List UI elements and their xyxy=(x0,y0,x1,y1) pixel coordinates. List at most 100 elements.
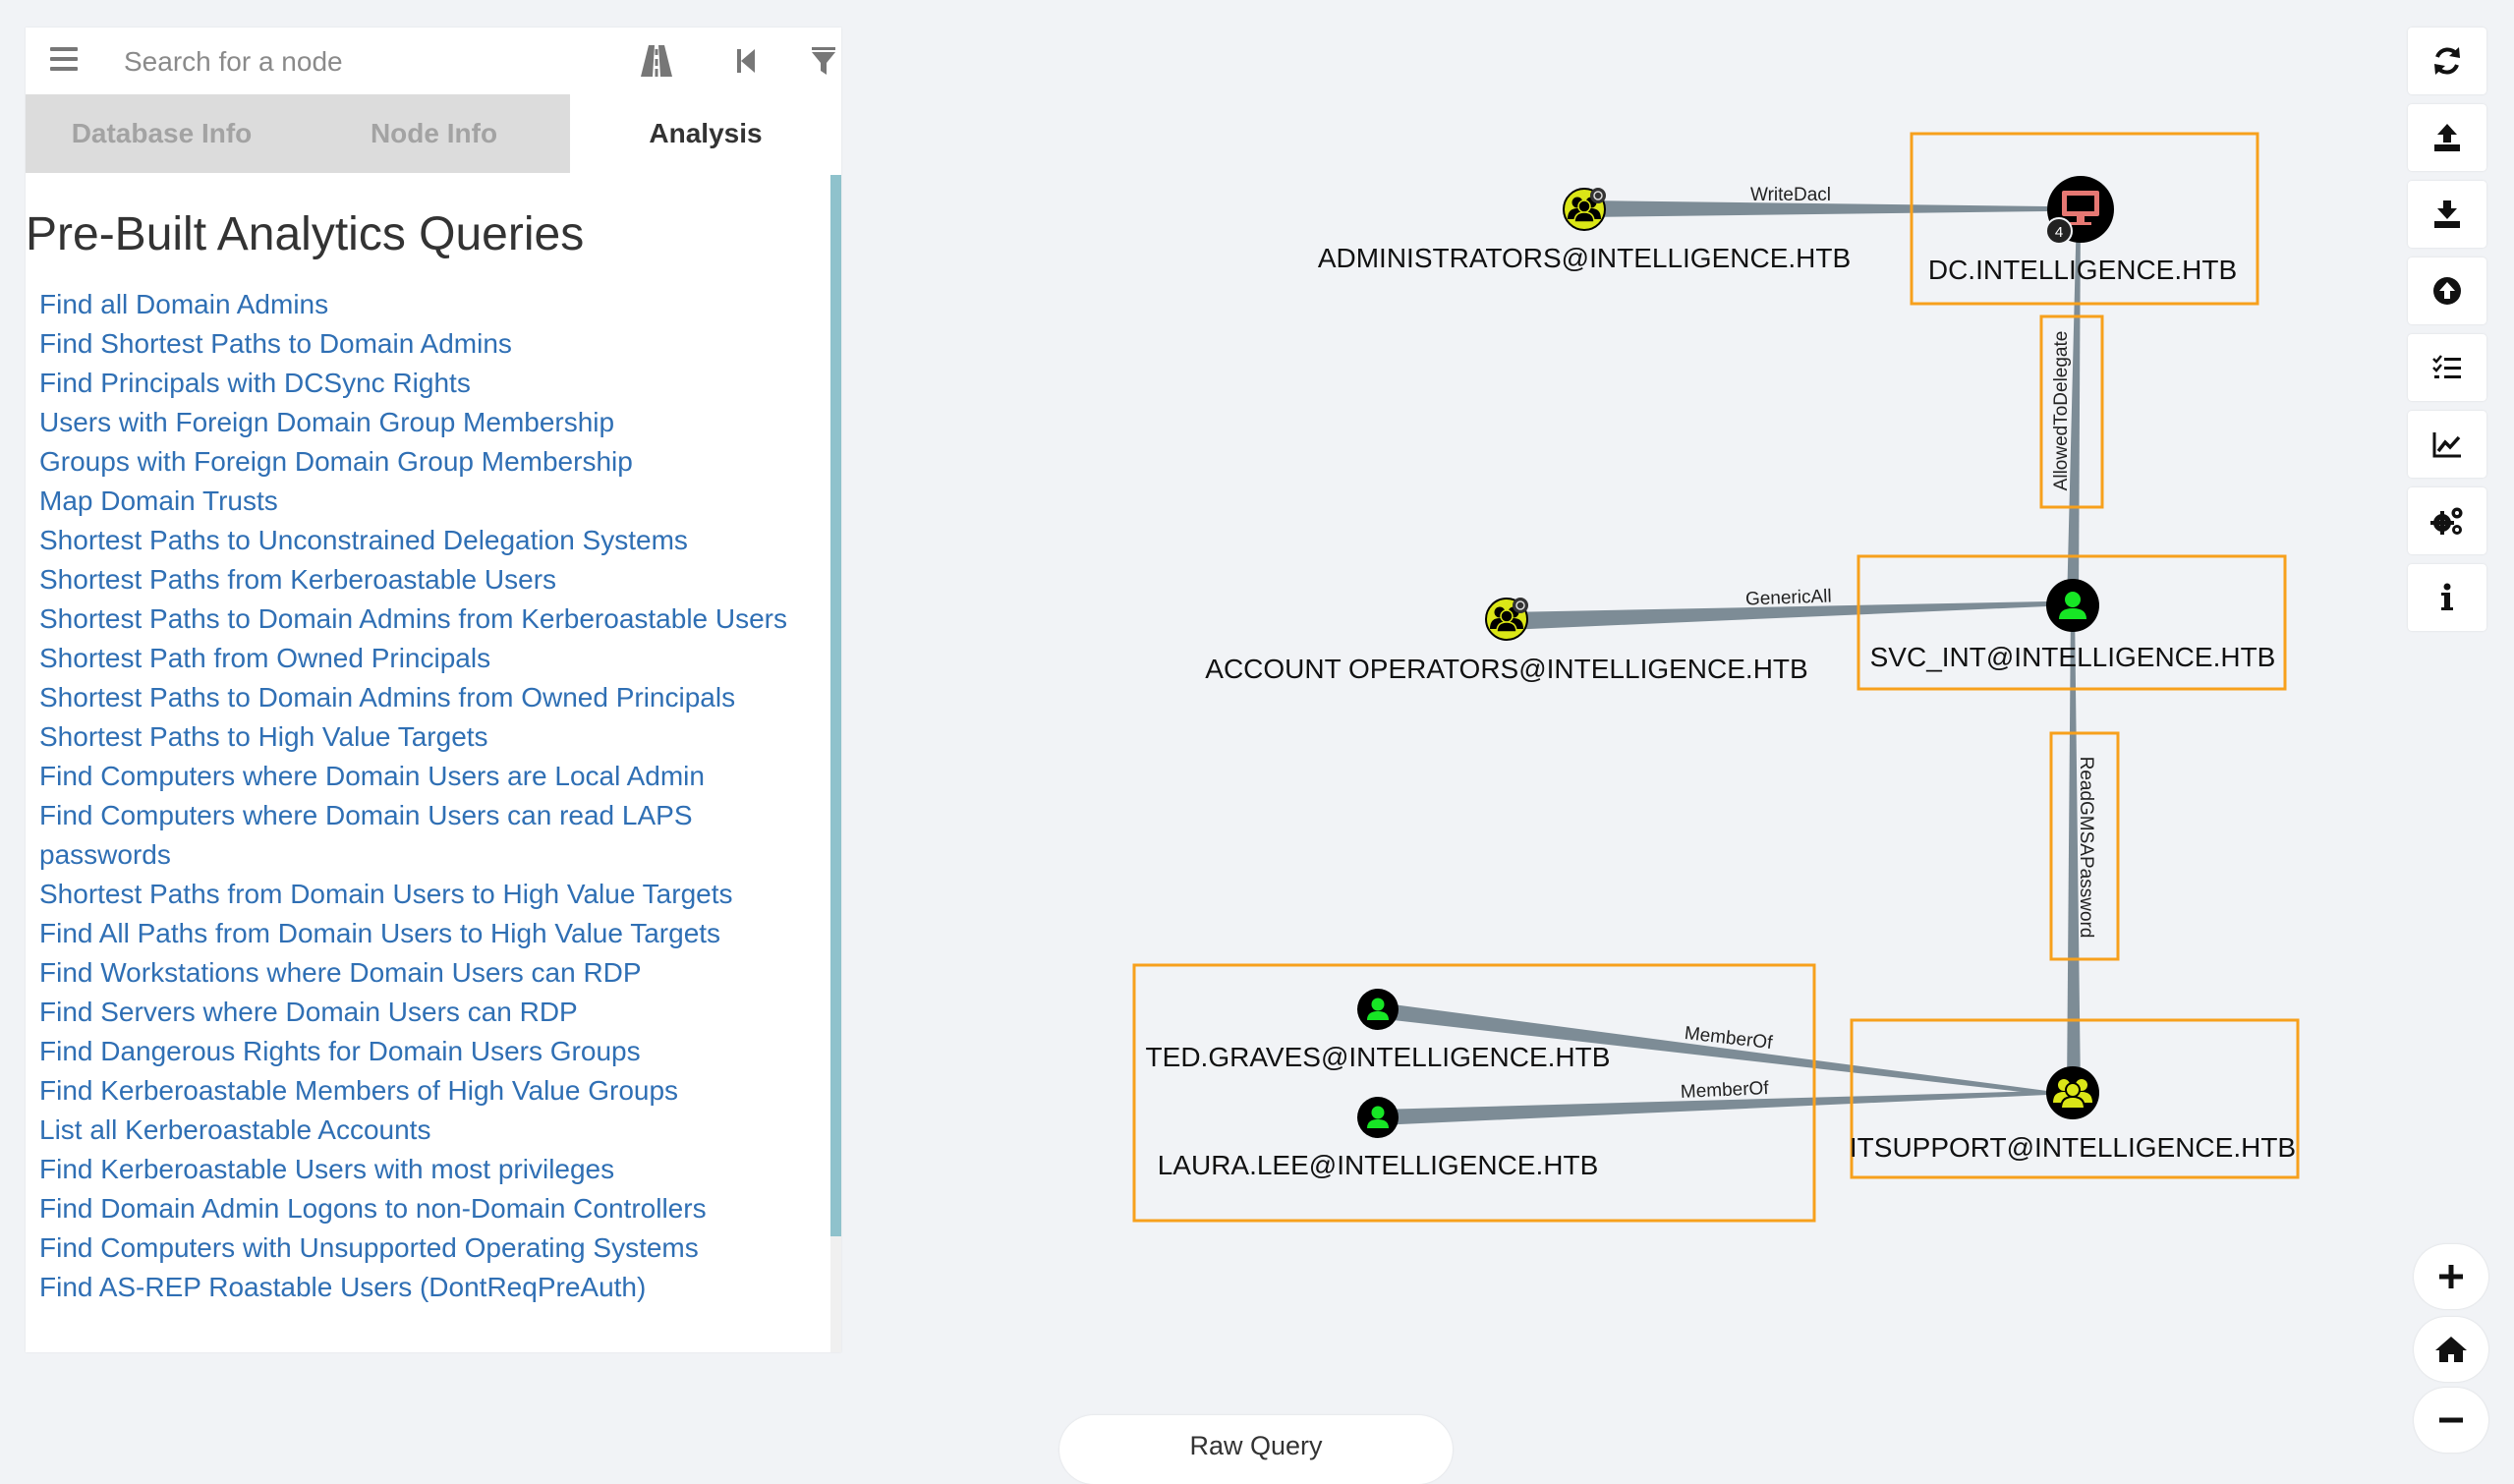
chart-icon xyxy=(2432,432,2461,458)
edge-label-genericall: GenericAll xyxy=(1745,586,1832,609)
node-label-laura-lee: LAURA.LEE@INTELLIGENCE.HTB xyxy=(1158,1150,1599,1180)
highlight-box-dc xyxy=(1910,132,2259,306)
query-link[interactable]: Shortest Paths to Domain Admins from Own… xyxy=(39,682,736,713)
panel-title: Pre-Built Analytics Queries xyxy=(26,208,585,260)
refresh-button[interactable] xyxy=(2408,28,2486,94)
computer-icon xyxy=(2062,191,2099,225)
node-label-svc-int: SVC_INT@INTELLIGENCE.HTB xyxy=(1870,642,2276,672)
query-link[interactable]: Shortest Paths from Domain Users to High… xyxy=(39,879,733,909)
query-link[interactable]: Find Computers where Domain Users are Lo… xyxy=(39,761,705,791)
node-laura-lee[interactable] xyxy=(1357,1097,1399,1138)
query-link[interactable]: Groups with Foreign Domain Group Members… xyxy=(39,446,633,477)
analysis-panel: Database Info Node Info Analysis Pre-Bui… xyxy=(26,28,841,1352)
user-icon xyxy=(1367,998,1389,1020)
download-button[interactable] xyxy=(2408,181,2486,248)
edge-label-memberof-laura: MemberOf xyxy=(1680,1078,1769,1103)
road-icon[interactable] xyxy=(637,41,676,81)
node-label-itsupport: ITSUPPORT@INTELLIGENCE.HTB xyxy=(1850,1132,2296,1163)
user-icon xyxy=(1367,1106,1389,1128)
node-label-account-operators: ACCOUNT OPERATORS@INTELLIGENCE.HTB xyxy=(1205,654,1807,684)
node-label-ted-graves: TED.GRAVES@INTELLIGENCE.HTB xyxy=(1146,1042,1611,1072)
query-link[interactable]: Find Computers where Domain Users can re… xyxy=(39,800,693,830)
highlight-box-allowedtodelegate xyxy=(2039,314,2104,509)
query-link[interactable]: Find All Paths from Domain Users to High… xyxy=(39,918,721,948)
query-link[interactable]: Shortest Paths to Domain Admins from Ker… xyxy=(39,603,788,634)
edge-label-readgmsapassword: ReadGMSAPassword xyxy=(2076,757,2096,939)
query-link[interactable]: Find Workstations where Domain Users can… xyxy=(39,957,642,988)
info-button[interactable] xyxy=(2408,564,2486,631)
query-list-button[interactable] xyxy=(2408,334,2486,401)
node-itsupport[interactable] xyxy=(2046,1066,2099,1119)
query-link[interactable]: Find Shortest Paths to Domain Admins xyxy=(39,328,512,359)
settings-button[interactable] xyxy=(2408,487,2486,554)
node-label-administrators: ADMINISTRATORS@INTELLIGENCE.HTB xyxy=(1318,243,1851,273)
tab-bar: Database Info Node Info Analysis xyxy=(26,94,841,173)
query-link[interactable]: List all Kerberoastable Accounts xyxy=(39,1114,431,1145)
edge-memberof-laura[interactable] xyxy=(1378,1091,2047,1125)
refresh-icon xyxy=(2434,47,2460,75)
zoom-out-icon xyxy=(2439,1417,2463,1423)
query-link[interactable]: Shortest Paths to Unconstrained Delegati… xyxy=(39,525,688,555)
filter-icon[interactable] xyxy=(804,41,843,81)
search-bar xyxy=(26,28,841,94)
query-link[interactable]: Find Kerberoastable Users with most priv… xyxy=(39,1154,615,1184)
query-link[interactable]: Find all Domain Admins xyxy=(39,289,329,319)
query-link[interactable]: Shortest Paths to High Value Targets xyxy=(39,721,488,752)
query-link[interactable]: Find Domain Admin Logons to non-Domain C… xyxy=(39,1193,707,1224)
upload-button[interactable] xyxy=(2408,104,2486,171)
query-link[interactable]: Find Kerberoastable Members of High Valu… xyxy=(39,1075,679,1106)
query-link[interactable]: Shortest Paths from Kerberoastable Users xyxy=(39,564,557,595)
raw-query-bar[interactable]: Raw Query xyxy=(1059,1415,1453,1484)
query-link[interactable]: Find Dangerous Rights for Domain Users G… xyxy=(39,1036,641,1066)
node-svc-int[interactable] xyxy=(2046,579,2099,632)
home-icon xyxy=(2435,1337,2467,1362)
zoom-in-button[interactable] xyxy=(2414,1244,2488,1309)
query-link[interactable]: Find AS-REP Roastable Users (DontReqPreA… xyxy=(39,1272,647,1302)
highlight-box-svc-int xyxy=(1857,554,2287,691)
highlight-boxes xyxy=(1132,132,2300,1223)
group-icon xyxy=(2053,1079,2092,1110)
search-input[interactable] xyxy=(122,39,598,85)
hamburger-menu-icon[interactable] xyxy=(50,47,78,73)
highlight-box-itsupport xyxy=(1850,1018,2300,1179)
highlight-box-ted-laura xyxy=(1132,963,1816,1223)
zoom-out-button[interactable] xyxy=(2414,1388,2488,1453)
query-link[interactable]: passwords xyxy=(39,839,171,870)
settings-icon xyxy=(2430,507,2463,535)
tab-database-info[interactable]: Database Info xyxy=(26,94,298,173)
chart-button[interactable] xyxy=(2408,411,2486,478)
step-backward-icon[interactable] xyxy=(727,41,767,81)
query-link[interactable]: Users with Foreign Domain Group Membersh… xyxy=(39,407,615,437)
tab-analysis[interactable]: Analysis xyxy=(570,94,841,173)
query-link[interactable]: Map Domain Trusts xyxy=(39,485,278,516)
query-link[interactable]: Find Servers where Domain Users can RDP xyxy=(39,997,578,1027)
node-ted-graves[interactable] xyxy=(1357,989,1399,1030)
edge-genericall[interactable] xyxy=(1507,601,2047,630)
edge-readgmsapassword[interactable] xyxy=(2067,605,2081,1093)
node-administrators[interactable] xyxy=(1563,188,1606,231)
scrollbar-thumb[interactable] xyxy=(830,175,841,1236)
node-badge xyxy=(2045,217,2073,245)
node-dc[interactable]: 4 xyxy=(2045,176,2114,245)
node-account-operators[interactable] xyxy=(1485,598,1528,641)
query-link[interactable]: Shortest Path from Owned Principals xyxy=(39,643,491,673)
home-button[interactable] xyxy=(2414,1317,2488,1382)
highlight-box-readgmsapassword xyxy=(2049,731,2120,961)
import-button[interactable] xyxy=(2408,257,2486,324)
zoom-in-icon xyxy=(2439,1265,2463,1288)
query-list-icon xyxy=(2432,355,2461,378)
import-icon xyxy=(2433,277,2461,305)
query-link[interactable]: Find Principals with DCSync Rights xyxy=(39,368,471,398)
graph-edges: WriteDacl AllowedToDelegate GenericAll R… xyxy=(1376,185,2096,1125)
tab-node-info[interactable]: Node Info xyxy=(298,94,570,173)
user-icon xyxy=(2059,592,2086,619)
node-badge-count: 4 xyxy=(2055,224,2063,241)
edge-writedacl[interactable] xyxy=(1584,200,2047,217)
edge-memberof-ted[interactable] xyxy=(1376,1002,2047,1095)
edge-label-allowedtodelegate: AllowedToDelegate xyxy=(2051,331,2072,491)
edge-label-writedacl: WriteDacl xyxy=(1750,185,1831,205)
query-list: Find all Domain Admins Find Shortest Pat… xyxy=(39,285,816,1307)
query-link[interactable]: Find Computers with Unsupported Operatin… xyxy=(39,1232,699,1263)
info-icon xyxy=(2441,583,2453,610)
